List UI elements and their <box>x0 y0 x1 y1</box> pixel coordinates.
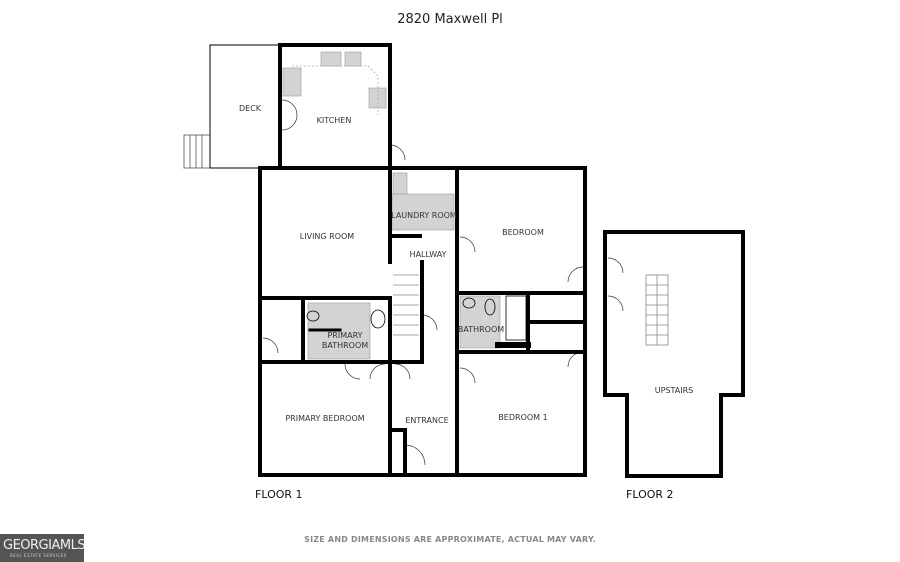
room-label-laundry-room: LAUNDRY ROOM <box>391 211 457 220</box>
deck-stairs <box>183 134 211 169</box>
laundry-appliance <box>392 172 408 196</box>
primary-bathroom-line2: BATHROOM <box>321 341 369 350</box>
bathroom-floor <box>459 295 501 349</box>
floor-1-label: FLOOR 1 <box>255 488 303 501</box>
room-label-upstairs: UPSTAIRS <box>654 386 694 395</box>
floor-2-label: FLOOR 2 <box>626 488 674 501</box>
room-label-bedroom: BEDROOM <box>502 228 544 237</box>
logo-text: GEORGIAMLS <box>3 538 86 553</box>
primary-bathroom-line1: PRIMARY <box>327 331 363 340</box>
georgia-mls-logo: GEORGIAMLS REAL ESTATE SERVICES <box>0 534 86 562</box>
room-label-bathroom: BATHROOM <box>457 325 505 334</box>
door-swings <box>262 99 624 466</box>
laundry-floor <box>391 193 455 231</box>
kitchen-counter-line <box>292 65 379 115</box>
walls <box>209 43 745 478</box>
room-label-bedroom-1: BEDROOM 1 <box>498 413 548 422</box>
room-label-hallway: HALLWAY <box>409 250 447 259</box>
property-title: 2820 Maxwell Pl <box>397 12 503 27</box>
upstairs-stairs <box>645 274 669 346</box>
disclaimer: SIZE AND DIMENSIONS ARE APPROXIMATE, ACT… <box>304 535 596 544</box>
kitchen-fridge <box>282 67 302 97</box>
kitchen-stove <box>368 87 387 109</box>
room-label-deck: DECK <box>238 104 262 113</box>
kitchen-dishwasher <box>344 51 362 67</box>
room-label-kitchen: KITCHEN <box>316 116 352 125</box>
room-label-living-room: LIVING ROOM <box>299 232 355 241</box>
fixture-outlines <box>183 99 669 466</box>
stairs-lines <box>393 274 419 336</box>
logo-subtext: REAL ESTATE SERVICES <box>10 553 67 558</box>
room-label-entrance: ENTRANCE <box>405 416 449 425</box>
kitchen-sink <box>320 51 342 67</box>
room-label-primary-bedroom: PRIMARY BEDROOM <box>285 414 365 423</box>
